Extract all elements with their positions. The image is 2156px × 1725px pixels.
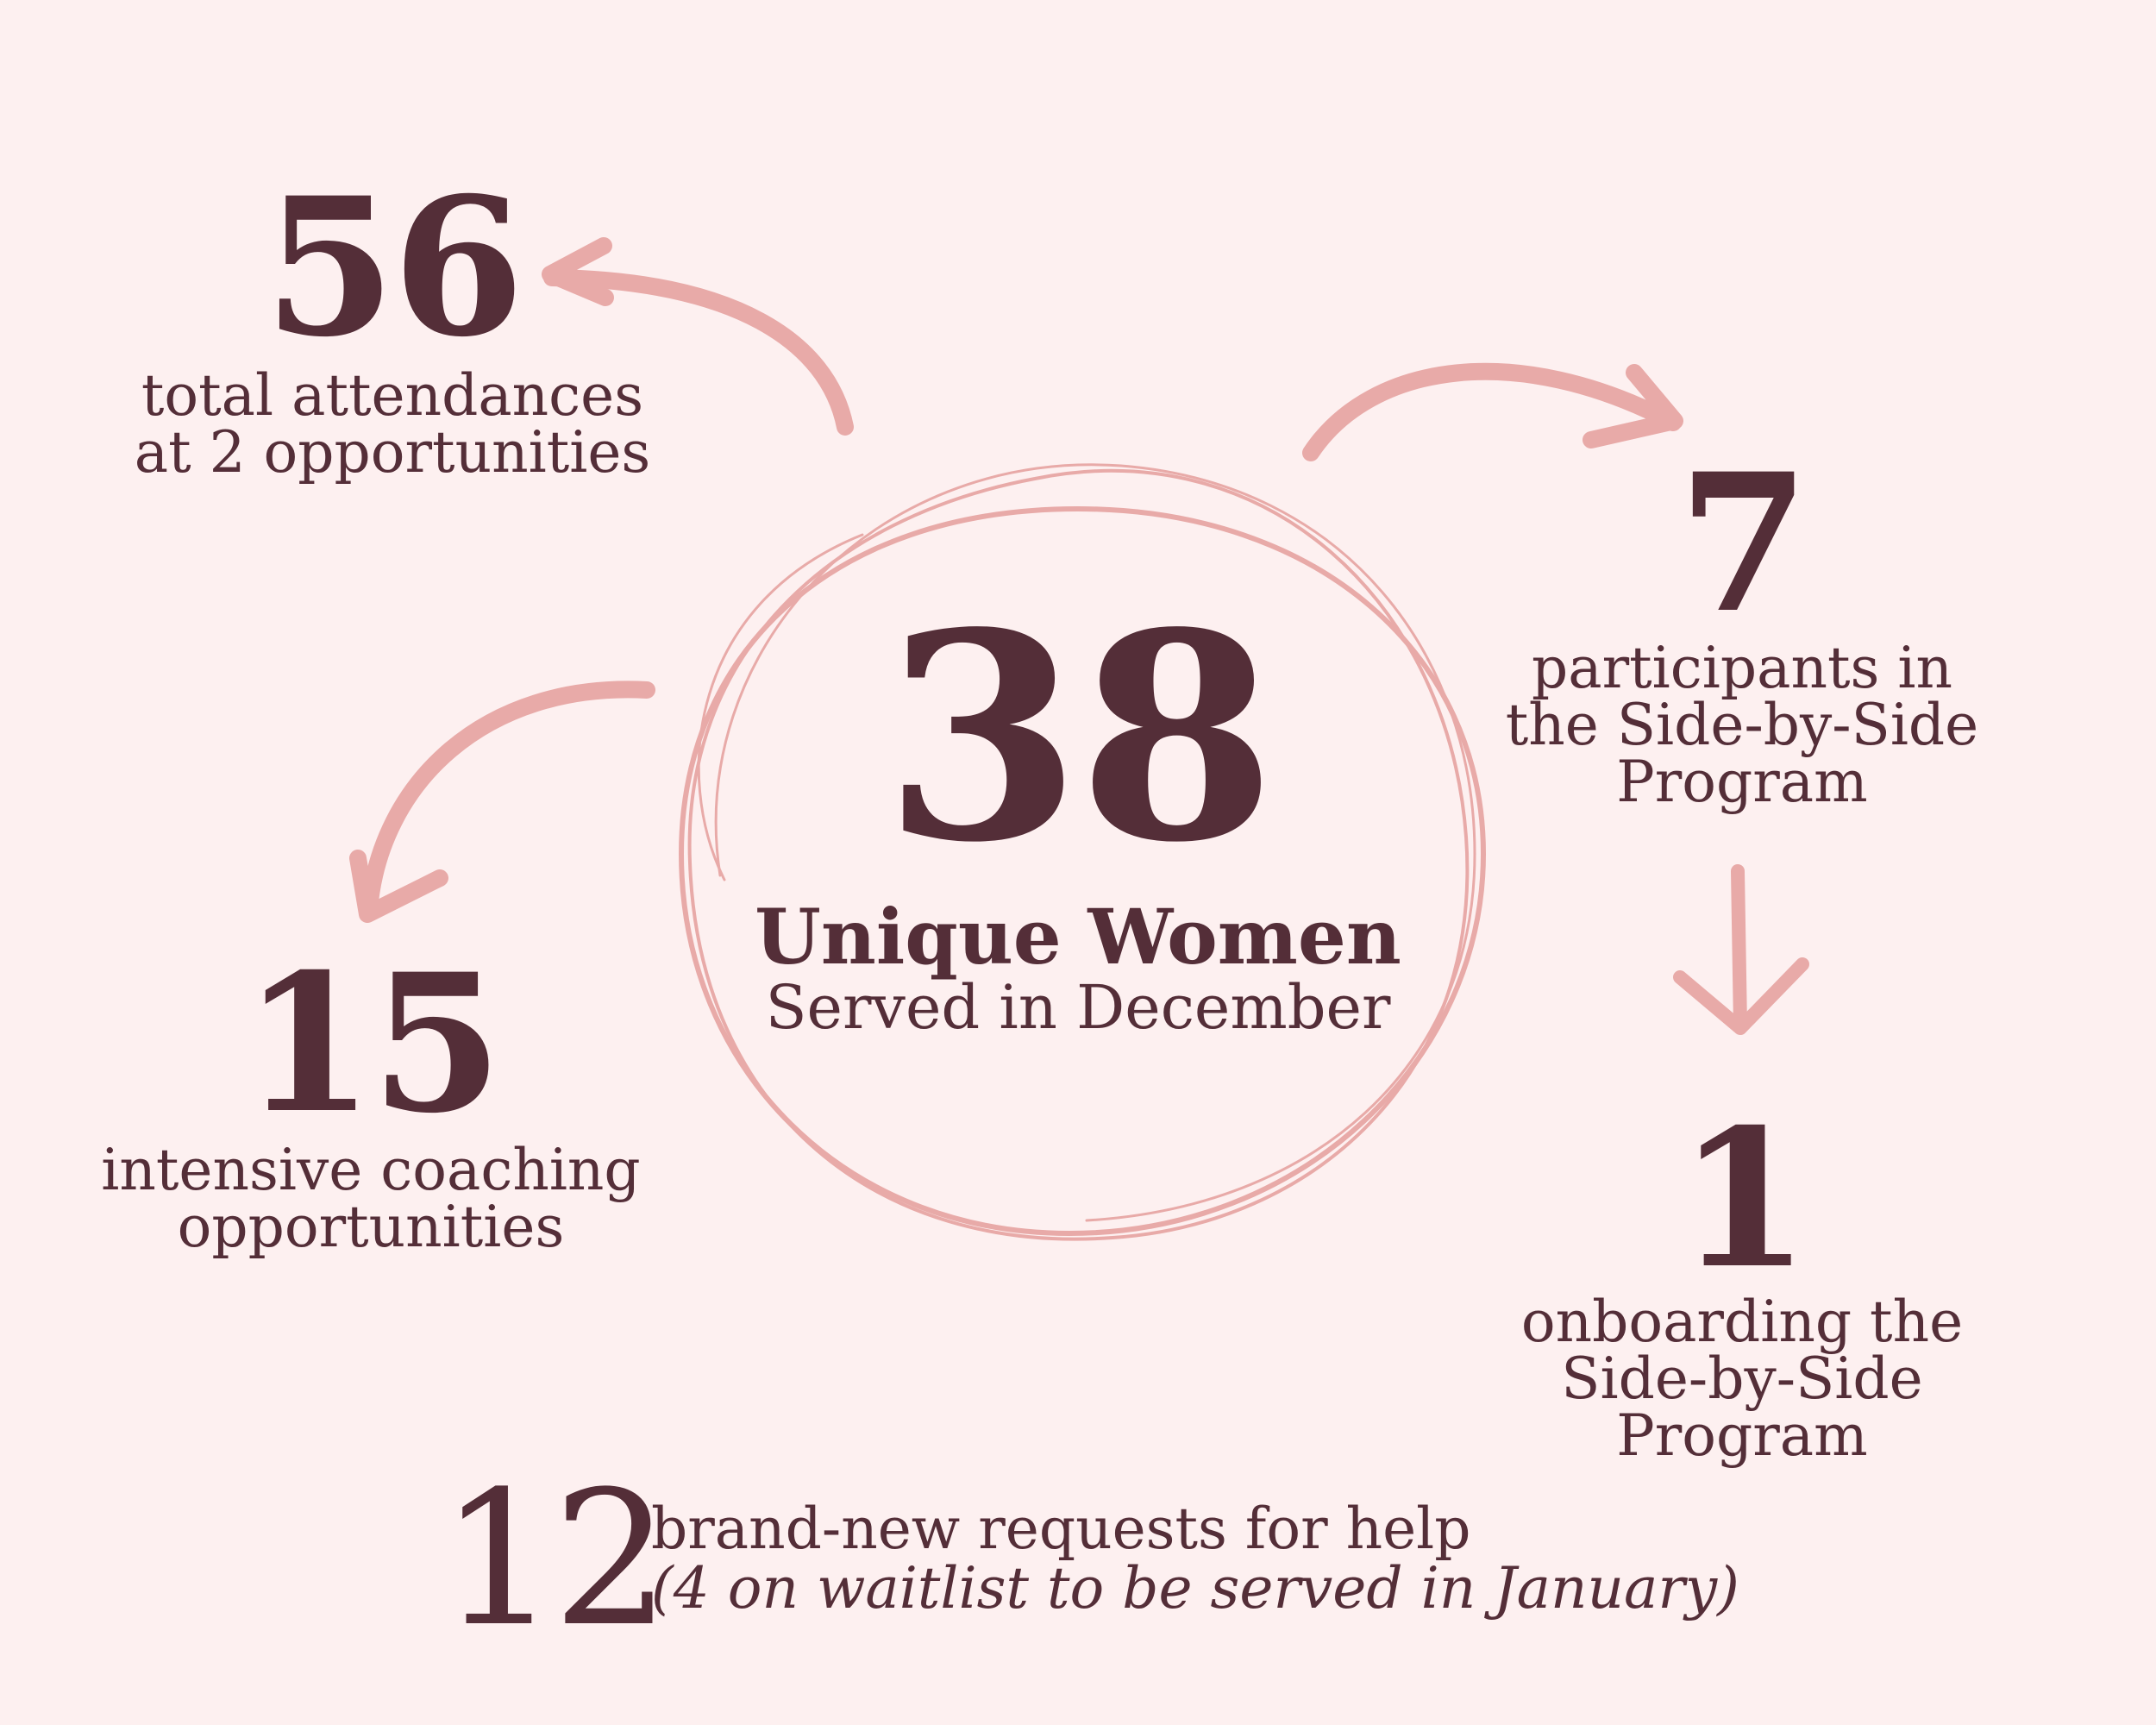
stat-participants-description: participants in the Side-by-Side Program — [1466, 640, 2018, 811]
stat-unique-women: 38 Unique Women Served in December — [733, 595, 1423, 1040]
stat-participants-line-2: the Side-by-Side — [1505, 692, 1979, 758]
stat-onboarding-description: onboarding the Side-by-Side Program — [1466, 1294, 2018, 1465]
stat-attendances-line-2: at 2 opportunities — [134, 419, 651, 486]
stat-unique-women-value: 38 — [883, 570, 1275, 905]
stat-participants-line-3: Program — [1616, 749, 1868, 815]
arrow-7-icon — [1302, 362, 1683, 461]
stat-coaching-line-2: opportunities — [177, 1194, 565, 1260]
stat-requests-value: 12 — [440, 1451, 671, 1667]
stat-participants-line-1: participants in — [1532, 635, 1952, 701]
stat-coaching-line-1: intensive coaching — [101, 1137, 641, 1203]
stat-coaching-value: 15 — [241, 932, 503, 1155]
stat-attendances-line-1: total attendances — [141, 362, 644, 429]
stat-requests-line-2: (4 on waitlist to be served in January) — [651, 1555, 1739, 1622]
stat-requests: 12 brand-new requests for help (4 on wai… — [440, 1466, 1739, 1652]
stat-attendances-value: 56 — [263, 155, 524, 379]
stat-onboarding-value: 1 — [1677, 1087, 1809, 1310]
arrow-56-icon — [542, 237, 854, 436]
stat-coaching-description: intensive coaching opportunities — [86, 1142, 655, 1256]
stat-onboarding-line-1: onboarding the — [1520, 1289, 1964, 1355]
arrow-15-icon — [349, 681, 655, 923]
stat-attendances-description: total attendances at 2 opportunities — [112, 367, 673, 481]
stat-unique-women-sublabel: Served in December — [765, 972, 1391, 1044]
arrow-7-to-1-icon — [1673, 864, 1809, 1035]
stat-onboarding: 1 onboarding the Side-by-Side Program — [1466, 1104, 2018, 1465]
stat-participants-value: 7 — [1677, 431, 1809, 655]
stat-requests-description: brand-new requests for help (4 on waitli… — [651, 1499, 1739, 1619]
stat-onboarding-line-2: Side-by-Side — [1561, 1346, 1923, 1412]
stat-unique-women-label: Unique Women — [755, 892, 1401, 982]
scribbled-circle-icon — [679, 463, 1486, 1241]
stat-onboarding-line-3: Program — [1616, 1402, 1868, 1469]
stat-requests-line-1: brand-new requests for help — [651, 1496, 1471, 1562]
stat-attendances: 56 total attendances at 2 opportunities — [112, 172, 673, 481]
stat-participants: 7 participants in the Side-by-Side Progr… — [1466, 448, 2018, 811]
stat-coaching: 15 intensive coaching opportunities — [86, 949, 655, 1256]
